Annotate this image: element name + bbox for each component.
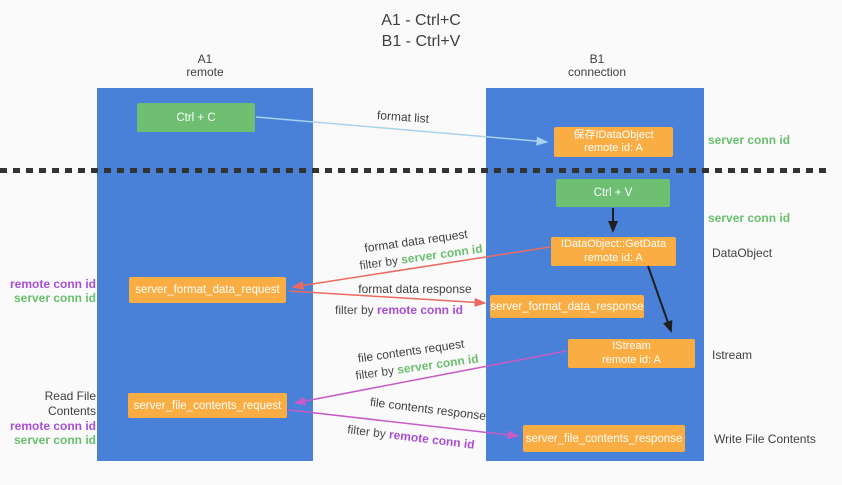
node-idataobject-getdata-line1: IDataObject::GetData <box>560 238 667 250</box>
node-server-format-data-response: server_format_data_response <box>490 295 644 318</box>
column-a1-subtitle: remote <box>186 65 224 79</box>
label-server-conn-id-top: server conn id <box>708 133 791 147</box>
filter-by-label: filter by <box>358 252 403 273</box>
column-header-a1: A1 remote <box>145 53 265 79</box>
node-istream: IStream remote id: A <box>568 339 695 368</box>
node-server-file-contents-request-label: server_file_contents_request <box>133 399 282 412</box>
label-format-data-response: format data response <box>358 282 472 296</box>
filter-by-label: filter by <box>346 422 391 442</box>
node-istream-line1: IStream <box>612 340 651 352</box>
label-format-list: format list <box>376 108 430 126</box>
diagram-title: A1 - Ctrl+C B1 - Ctrl+V <box>0 10 842 52</box>
node-save-idataobject: 保存IDataObject remote id: A <box>554 127 673 157</box>
column-b1-name: B1 <box>589 52 605 66</box>
label-write-file-contents: Write File Contents <box>714 432 816 446</box>
node-server-file-contents-response-label: server_file_contents_response <box>525 432 683 445</box>
left-conn-ids-top: remote conn id server conn id <box>10 277 96 305</box>
node-server-format-data-request: server_format_data_request <box>129 277 286 303</box>
label-remote-conn-id-top: remote conn id <box>9 277 96 291</box>
column-b1-subtitle: connection <box>567 65 627 79</box>
node-ctrl-v-label: Ctrl + V <box>593 187 633 199</box>
label-read-file-contents: Read File Contents <box>44 389 96 418</box>
label-file-contents-response: file contents response <box>369 394 487 424</box>
node-ctrl-c: Ctrl + C <box>137 103 255 132</box>
node-save-idataobject-line2: remote id: A <box>584 142 643 154</box>
label-filter-file-response: filter by remote conn id <box>347 422 476 451</box>
left-conn-ids-bottom: Read File Contents remote conn id server… <box>0 389 96 447</box>
label-server-conn-id-left-top: server conn id <box>13 291 96 305</box>
title-line-1: A1 - Ctrl+C <box>381 12 461 29</box>
remote-conn-id-label: remote conn id <box>388 427 476 452</box>
node-server-file-contents-response: server_file_contents_response <box>523 425 685 452</box>
label-istream: Istream <box>712 348 753 362</box>
column-a1-name: A1 <box>197 52 213 66</box>
node-ctrl-c-label: Ctrl + C <box>176 111 216 124</box>
label-server-conn-id-mid: server conn id <box>708 211 791 225</box>
remote-conn-id-label: remote conn id <box>377 303 464 317</box>
title-line-2: B1 - Ctrl+V <box>381 33 461 50</box>
node-ctrl-v: Ctrl + V <box>556 179 670 207</box>
node-server-format-data-request-label: server_format_data_request <box>135 284 280 296</box>
node-idataobject-getdata: IDataObject::GetData remote id: A <box>551 237 676 266</box>
filter-by-label: filter by <box>354 362 399 383</box>
node-server-format-data-response-label: server_format_data_response <box>490 300 644 313</box>
filter-by-label: filter by <box>334 303 377 317</box>
label-dataobject: DataObject <box>712 246 773 260</box>
node-save-idataobject-line1: 保存IDataObject <box>573 128 654 141</box>
node-server-file-contents-request: server_file_contents_request <box>128 393 287 418</box>
label-filter-format-response: filter by remote conn id <box>335 303 463 317</box>
session-divider-dashed-line <box>0 168 830 173</box>
label-server-conn-id-left-bottom: server conn id <box>13 433 96 447</box>
column-header-b1: B1 connection <box>537 53 657 79</box>
label-remote-conn-id-bottom: remote conn id <box>9 419 96 433</box>
node-istream-line2: remote id: A <box>602 353 661 366</box>
node-idataobject-getdata-line2: remote id: A <box>584 251 643 264</box>
